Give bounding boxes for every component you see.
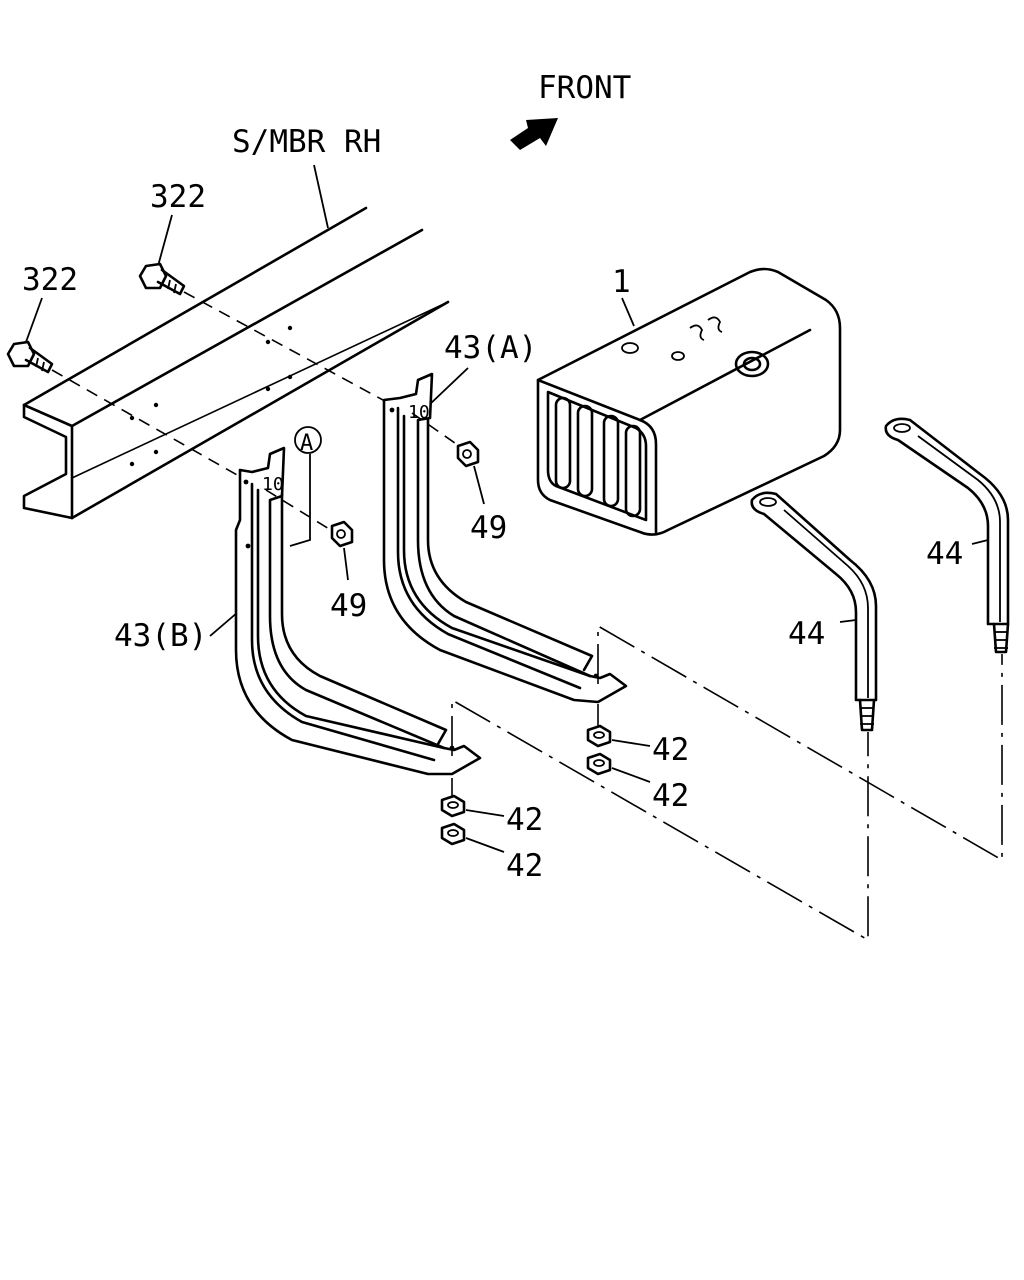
nut-icon xyxy=(440,822,466,846)
nut-49-lower: 49 xyxy=(330,520,367,624)
nut-49-upper-label: 49 xyxy=(470,510,507,546)
nut-42-c-label: 42 xyxy=(506,802,543,838)
bracket-43a-stamp: 10 xyxy=(408,402,430,423)
strap-44-right: 44 xyxy=(884,417,1010,654)
bracket-43b-stamp: 10 xyxy=(262,474,284,495)
strap-44-left-label: 44 xyxy=(788,616,825,652)
bracket-43a-label: 43(A) xyxy=(444,330,537,366)
nut-49-upper: 49 xyxy=(456,440,507,546)
strap-44-right-label: 44 xyxy=(926,536,963,572)
reference-a: A xyxy=(289,426,322,547)
bracket-43b-label: 43(B) xyxy=(114,618,207,654)
front-indicator: FRONT xyxy=(510,70,631,150)
bolt-322-upper-label: 322 xyxy=(150,179,206,215)
nut-42-b: 42 xyxy=(586,752,689,814)
nut-49-lower-label: 49 xyxy=(330,588,367,624)
nut-42-a: 42 xyxy=(586,724,689,768)
fuel-tank-label: 1 xyxy=(612,264,631,300)
side-member-callout: S/MBR RH xyxy=(232,124,381,229)
bolt-322-upper: 322 xyxy=(138,179,395,407)
reference-a-label: A xyxy=(300,431,313,456)
nut-icon xyxy=(586,752,612,776)
bracket-43b: 43(B) 10 xyxy=(114,446,482,776)
side-member-label: S/MBR RH xyxy=(232,124,381,160)
bracket-43a: 43(A) 10 xyxy=(382,330,628,704)
side-member-rail xyxy=(22,206,450,520)
nut-42-d: 42 xyxy=(440,822,543,884)
nut-icon xyxy=(440,794,466,818)
nut-icon xyxy=(586,724,612,748)
filler-cap-icon xyxy=(734,350,770,378)
nut-42-d-label: 42 xyxy=(506,848,543,884)
nut-42-a-label: 42 xyxy=(652,732,689,768)
front-label: FRONT xyxy=(538,70,631,106)
fuel-tank: 1 xyxy=(536,264,842,536)
nut-icon xyxy=(330,520,354,548)
front-arrow-icon xyxy=(510,118,558,150)
strap-44-left: 44 xyxy=(750,491,878,732)
bolt-322-lower: 322 xyxy=(6,262,247,481)
bolt-322-lower-label: 322 xyxy=(22,262,78,298)
nut-42-b-label: 42 xyxy=(652,778,689,814)
nut-icon xyxy=(456,440,480,468)
nut-42-c: 42 xyxy=(440,794,543,838)
